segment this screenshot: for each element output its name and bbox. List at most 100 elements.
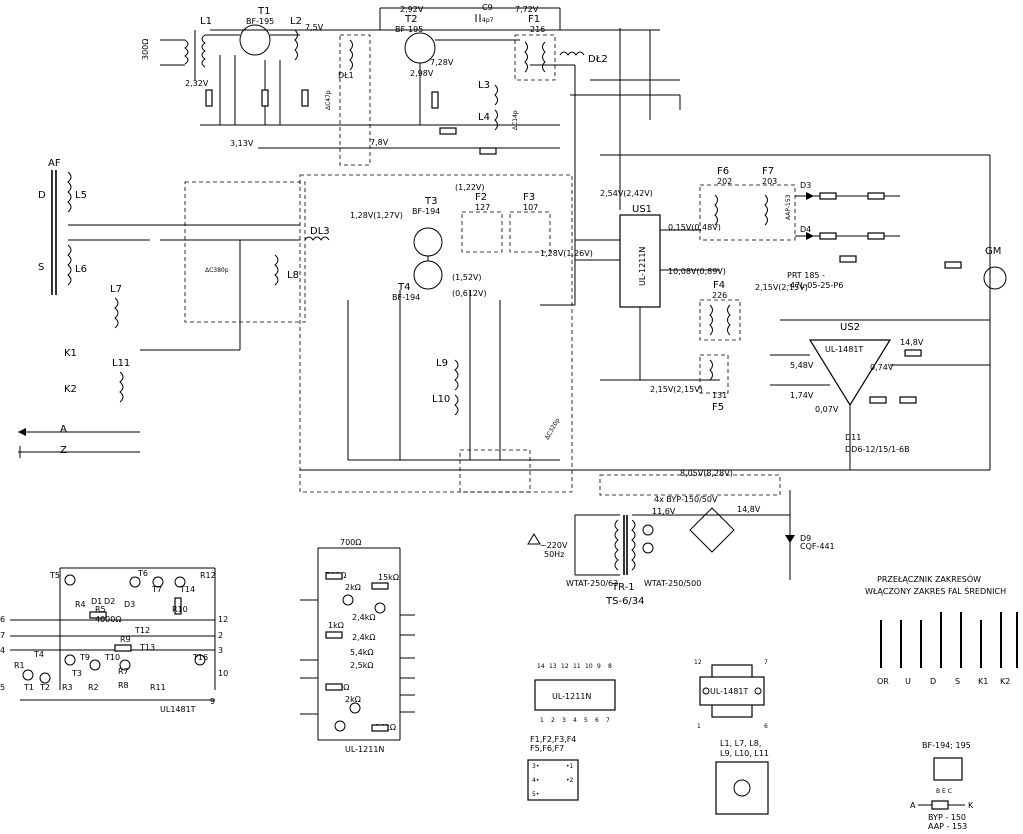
dd-label: DD6-12/15/1-6B xyxy=(845,445,910,454)
switch-col-k2: K2 xyxy=(1000,677,1010,686)
gm-label: GM xyxy=(985,246,1001,257)
dl1-label: DŁ1 xyxy=(338,71,354,80)
us1-body xyxy=(619,214,661,308)
led-label: CQF-441 xyxy=(800,542,835,551)
ul1211-title: UL-1211N xyxy=(345,745,384,754)
pkg1-top-1: 14 xyxy=(537,663,545,670)
pkg1-top-2: 13 xyxy=(549,663,557,670)
ul1481-d2: D2 xyxy=(104,597,115,606)
v-2-15a: 2,15V(2,15V) xyxy=(755,283,808,292)
ul1211n-internal: 700Ω 700Ω 2kΩ 15kΩ 1kΩ 2,4kΩ 2,4kΩ 5,4kΩ… xyxy=(300,538,415,754)
f3-label: F3 xyxy=(523,192,535,203)
ul1211-r4: 1kΩ xyxy=(328,621,344,630)
ul1211-r8: 2,5kΩ xyxy=(350,661,373,670)
antenna-label: 300Ω xyxy=(141,39,150,60)
t2-type: BF-195 xyxy=(395,25,423,34)
v-7-8: 7,8V xyxy=(370,138,389,147)
ul1211-r7: 5,4kΩ xyxy=(350,648,373,657)
pkg2-label: UL-1481T xyxy=(710,687,748,696)
v-11-6: 11,6V xyxy=(652,507,676,516)
speaker-symbol xyxy=(983,266,1007,290)
ul1481-r8: R8 xyxy=(118,681,129,690)
ul1481-t16: T16 xyxy=(192,653,208,662)
switch-col-k1: K1 xyxy=(978,677,988,686)
ul1481-d3: D3 xyxy=(124,600,135,609)
pkg1-bot-4: 4 xyxy=(573,717,577,724)
ul1481t-internal: T5 T6 T7 T14 4000Ω R5 R9 T12 T13 R12 R10… xyxy=(0,567,228,714)
ul1481-pin9: 9 xyxy=(210,697,215,706)
ul1481-t2: T2 xyxy=(39,683,50,692)
power-supply: ~220V 50Hz TR-1 TS-6/34 WTAT-250/63 WTAT… xyxy=(527,490,835,607)
ul1481-pin3: 3 xyxy=(218,646,223,655)
s-label: S xyxy=(38,262,44,273)
pkg2-bot-6: 6 xyxy=(764,723,768,730)
f7-type: 203 xyxy=(762,177,777,186)
ul1481-r1: R1 xyxy=(14,661,25,670)
power-rails xyxy=(200,7,991,470)
am-input-block: AF D S L5 L6 L7 K1 K2 L11 A Z ΔC380p DL3… xyxy=(18,158,330,458)
switch-col-u: U xyxy=(905,677,911,686)
pkg1-top-7: 8 xyxy=(608,663,612,670)
ul1481-pin6: 6 xyxy=(0,615,5,624)
svg-text:5•: 5• xyxy=(532,791,539,798)
if-stage: (1,22V) 1,28V(1,27V) T3 BF-194 T4 BF-194… xyxy=(347,183,593,461)
v-7-72: 7,72V xyxy=(515,5,539,14)
svg-text:•1: •1 xyxy=(566,763,574,770)
prt-label-2: -47L-05-25-P6 xyxy=(787,281,843,290)
v-7-28: 7,28V xyxy=(430,58,454,67)
dl3-label: DL3 xyxy=(310,226,330,237)
ul1211n-package: UL-1211N 14 13 12 11 10 9 8 1 2 3 4 5 6 … xyxy=(534,663,616,724)
v-1-22: (1,22V) xyxy=(455,183,485,192)
ul1481-t7: T7 xyxy=(151,585,162,594)
ul1481-r11: R11 xyxy=(150,683,166,692)
t4-type: BF-194 xyxy=(392,293,420,302)
ul1481-t1: T1 xyxy=(23,683,34,692)
rf-input-stage: 300Ω L1 T1 BF-195 2,32V 3,13V xyxy=(141,6,309,148)
us2-type: UL-1481T xyxy=(825,345,863,354)
svg-text:3•: 3• xyxy=(532,763,539,770)
switch-col-s: S xyxy=(955,677,960,686)
f1-type: 216 xyxy=(530,25,545,34)
ul1211-r6: 2,4kΩ xyxy=(352,633,375,642)
aap-153: AAP-153 xyxy=(785,194,792,220)
t2-ref: T2 xyxy=(404,14,417,25)
v-0-612: (0,612V) xyxy=(452,289,487,298)
af-label: AF xyxy=(48,158,61,169)
pkg1-top-6: 9 xyxy=(597,663,601,670)
us1-ref: US1 xyxy=(632,204,652,215)
ul1211-r5: 2,4kΩ xyxy=(352,613,375,622)
ul1481-pin10: 10 xyxy=(218,669,228,678)
t3-type: BF-194 xyxy=(412,207,440,216)
legend-diode-t1: BYP - 150 xyxy=(928,813,966,822)
ac-320p: ΔC320p xyxy=(544,417,562,441)
legend-transistor: BF-194; 195 xyxy=(922,741,971,750)
pkg1-bot-2: 2 xyxy=(551,717,555,724)
k2-label: K2 xyxy=(64,384,77,395)
legend-filters-1: F1,F2,F3,F4 xyxy=(530,735,576,744)
t1-ref: T1 xyxy=(257,6,270,17)
pkg1-top-5: 10 xyxy=(585,663,593,670)
ul1481-r9: R9 xyxy=(120,635,131,644)
ul1481-r4: R4 xyxy=(75,600,86,609)
f1-label: F1 xyxy=(528,14,540,25)
legend-transistor-pins: B E C xyxy=(936,788,952,795)
ul1481-pin4: 4 xyxy=(0,646,5,655)
mains-hz: 50Hz xyxy=(544,550,564,559)
ul1211-r10: 2kΩ xyxy=(345,695,361,704)
v-2-98: 2,98V xyxy=(410,69,434,78)
t3-symbol xyxy=(413,227,443,257)
ul1211-r3: 15kΩ xyxy=(378,573,399,582)
ac-47p: ΔC47p xyxy=(325,90,332,110)
v-14-8b: 14,8V xyxy=(737,505,761,514)
a-label: A xyxy=(60,424,67,435)
ul1211-pin6: 700Ω xyxy=(340,538,361,547)
ul1481-r5v: 4000Ω xyxy=(95,615,121,624)
ul1481-pin5: 5 xyxy=(0,683,5,692)
f5-type: 131 xyxy=(712,391,727,400)
f2-label: F2 xyxy=(475,192,487,203)
v-7-5: 7,5V xyxy=(305,23,324,32)
v-3-13: 3,13V xyxy=(230,139,254,148)
pkg1-bot-5: 5 xyxy=(584,717,588,724)
wtat1-label: WTAT-250/63 xyxy=(566,579,618,588)
